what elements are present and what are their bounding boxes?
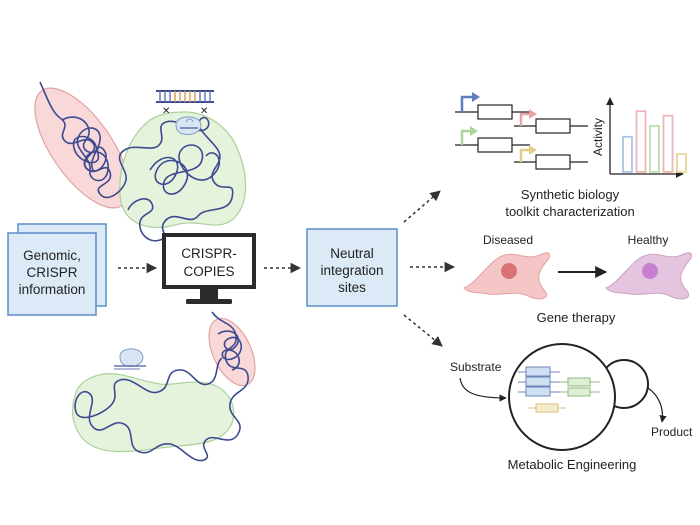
activity-bar-2	[635, 110, 647, 173]
substrate-label: Substrate	[450, 360, 502, 374]
input-line-2: CRISPR	[26, 265, 77, 280]
product-arrow	[647, 387, 667, 423]
chromosome-coil-bottom	[217, 330, 242, 371]
cas9-protein-icon-bottom	[114, 348, 146, 370]
bottom-genome-illustration	[72, 311, 256, 462]
genomic-crispr-information-box: Genomic, CRISPR information	[7, 223, 107, 316]
top-genome-illustration: ✕ ✕	[34, 81, 247, 242]
synbio-title-line-2: toolkit characterization	[505, 204, 634, 219]
svg-text:✕: ✕	[200, 106, 208, 117]
chromosome-loops-top	[149, 144, 221, 195]
synbio-toolkit-panel: Activity Synthetic biology toolkit chara…	[455, 92, 687, 219]
synbio-title-line-1: Synthetic biology	[521, 187, 620, 202]
pathway-genes-icon	[518, 366, 600, 413]
output-line-3: sites	[338, 280, 366, 295]
crispr-copies-monitor: CRISPR- COPIES	[162, 233, 256, 304]
healthy-nucleus	[642, 263, 658, 279]
input-line-1: Genomic,	[23, 248, 81, 263]
input-line-3: information	[19, 282, 86, 297]
svg-text:✕: ✕	[162, 106, 170, 117]
diseased-nucleus	[501, 263, 517, 279]
dna-ladder-icon: ✕ ✕	[156, 90, 214, 117]
substrate-arrow	[459, 377, 507, 402]
yeast-cell-icon	[508, 343, 649, 451]
chromosome-strand-bottom	[74, 311, 249, 462]
green-cell-top	[119, 111, 247, 229]
activity-bar-chart: Activity	[591, 97, 687, 178]
healthy-label: Healthy	[628, 233, 669, 247]
gene-therapy-panel: Diseased Healthy Gene therapy	[463, 233, 692, 325]
activity-bar-3	[649, 125, 660, 173]
chromosome-coil-top	[61, 116, 109, 182]
software-line-2: COPIES	[183, 264, 234, 279]
output-line-2: integration	[320, 263, 383, 278]
chart-y-label: Activity	[591, 118, 605, 156]
genetic-circuit-icon	[455, 92, 588, 170]
pink-cell-bottom	[208, 317, 256, 387]
product-label: Product	[651, 425, 693, 439]
software-line-1: CRISPR-	[181, 246, 237, 261]
activity-bar-5	[676, 153, 687, 173]
diseased-label: Diseased	[483, 233, 533, 247]
neutral-integration-sites-box: Neutral integration sites	[306, 228, 398, 307]
metabolic-engineering-panel: Substrate Product Metabolic Engineering	[450, 343, 693, 472]
activity-bar-4	[662, 114, 674, 173]
gene-therapy-title: Gene therapy	[537, 310, 616, 325]
arrow-to-metabolic	[403, 314, 443, 347]
activity-bar-1	[622, 135, 633, 173]
cas9-protein-icon	[175, 116, 202, 135]
output-line-1: Neutral	[330, 246, 374, 261]
metabolic-title: Metabolic Engineering	[508, 457, 637, 472]
green-cell-bottom	[72, 373, 235, 453]
arrow-to-synbio	[403, 190, 441, 223]
